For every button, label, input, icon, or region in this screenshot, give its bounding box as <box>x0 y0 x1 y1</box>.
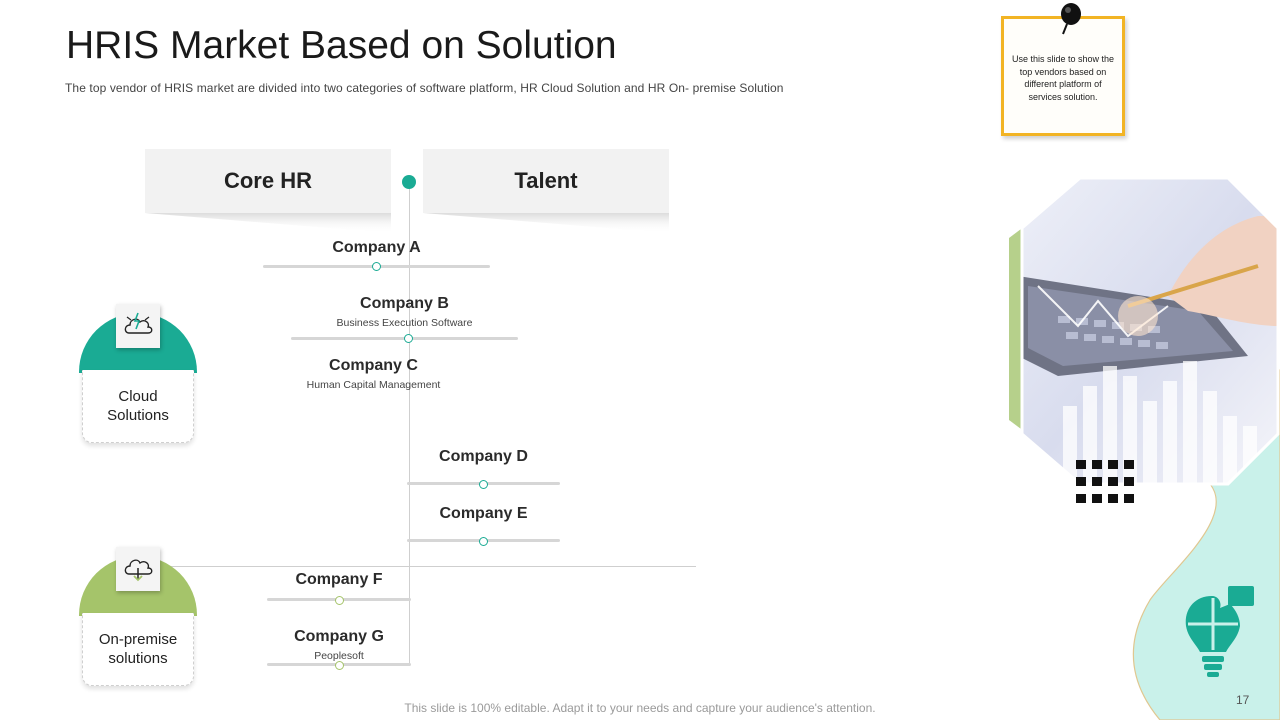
category-divider <box>137 566 696 567</box>
company-a-marker <box>372 262 381 271</box>
instruction-note-text: Use this slide to show the top vendors b… <box>1011 54 1115 102</box>
puzzle-lightbulb-icon <box>1185 586 1254 677</box>
company-b-desc: Business Execution Software <box>336 317 473 329</box>
cloud-category-label-2: Solutions <box>107 407 169 424</box>
cloud-category-label-1: Cloud <box>118 388 158 405</box>
company-c-name: Company C <box>329 357 418 374</box>
cloud-download-icon <box>116 547 160 591</box>
divider-top-dot <box>402 175 416 189</box>
footer-text: This slide is 100% editable. Adapt it to… <box>404 701 876 715</box>
company-g-marker <box>335 661 344 670</box>
onpremise-category-label-2: solutions <box>108 650 168 667</box>
header-talent-shadow <box>423 213 669 233</box>
pushpin-icon <box>1061 3 1081 35</box>
company-d-name: Company D <box>439 448 528 465</box>
company-f-marker <box>335 596 344 605</box>
company-b-marker <box>404 334 413 343</box>
header-talent: Talent <box>423 149 669 213</box>
company-e-marker <box>479 537 488 546</box>
instruction-note: Use this slide to show the top vendors b… <box>1001 16 1125 136</box>
page-number: 17 <box>1236 693 1250 707</box>
onpremise-category-card: On-premise solutions <box>82 613 194 686</box>
company-g-name: Company G <box>294 628 384 645</box>
company-d-marker <box>479 480 488 489</box>
calculator-photo <box>1020 176 1280 486</box>
company-b-name: Company B <box>360 295 449 312</box>
company-c-desc: Human Capital Management <box>306 379 441 391</box>
header-core-hr-shadow <box>145 213 391 233</box>
onpremise-category-label-1: On-premise <box>98 631 178 648</box>
page-title: HRIS Market Based on Solution <box>66 24 617 67</box>
center-divider <box>409 182 410 666</box>
company-g-desc: Peoplesoft <box>314 650 364 662</box>
company-f-name: Company F <box>295 571 383 588</box>
header-core-hr: Core HR <box>145 149 391 213</box>
company-e-name: Company E <box>439 505 528 522</box>
page-subtitle: The top vendor of HRIS market are divide… <box>65 81 784 95</box>
company-a-name: Company A <box>332 239 421 256</box>
dot-grid-icon <box>1076 460 1134 503</box>
cloud-category-card: Cloud Solutions <box>82 370 194 443</box>
cloud-computing-icon <box>116 304 160 348</box>
